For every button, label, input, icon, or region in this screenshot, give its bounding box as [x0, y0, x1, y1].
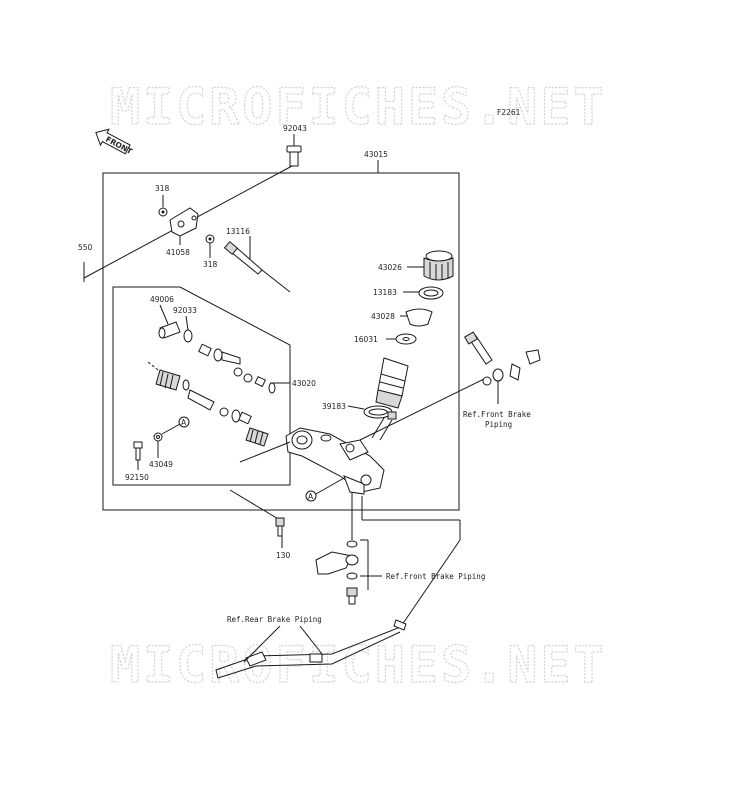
- part-13116-rod: [223, 241, 263, 275]
- part-130-bolt: [275, 517, 285, 537]
- part-front-brake-fitting: [482, 349, 541, 386]
- watermark-bottom: MICROFICHES.NET: [110, 636, 607, 694]
- part-49006-cup: [158, 321, 181, 339]
- label-13116: 13116: [226, 227, 250, 236]
- figure-code: F2261: [497, 108, 521, 117]
- label-49006: 49006: [150, 295, 174, 304]
- part-318-nut-a: [158, 207, 168, 217]
- part-92033-ring: [183, 329, 193, 343]
- part-43026-cap: [423, 250, 454, 281]
- part-master-cylinder: [285, 427, 385, 495]
- ref-rear-brake: Ref.Rear Brake Piping: [227, 615, 322, 624]
- assembly-43020-box: [112, 286, 291, 486]
- ref-front-brake-1-line1: Ref.Front Brake: [463, 410, 531, 419]
- label-318-b: 318: [203, 260, 218, 269]
- part-92150-bolt: [133, 441, 143, 461]
- label-41058: 41058: [166, 248, 190, 257]
- label-318-a: 318: [155, 184, 170, 193]
- label-92150: 92150: [125, 473, 149, 482]
- label-13183: 13183: [373, 288, 397, 297]
- label-43015: 43015: [364, 150, 388, 159]
- callout-a-left: A: [178, 416, 190, 428]
- part-front-brake-hose: [463, 331, 493, 365]
- part-spring-lower: [245, 427, 269, 447]
- label-92043: 92043: [283, 124, 307, 133]
- label-16031: 16031: [354, 335, 378, 344]
- label-43026: 43026: [378, 263, 402, 272]
- part-92043-pin: [286, 145, 302, 167]
- label-43020: 43020: [292, 379, 316, 388]
- part-reservoir-body: [375, 357, 409, 409]
- part-13183-ring: [418, 286, 444, 300]
- label-43049: 43049: [149, 460, 173, 469]
- part-lower-banjo: [315, 540, 359, 605]
- svg-text:A: A: [181, 418, 187, 427]
- assembly-43015-box: [102, 172, 460, 511]
- svg-text:A: A: [308, 492, 314, 501]
- label-92033: 92033: [173, 306, 197, 315]
- part-spring-upper: [155, 369, 181, 391]
- callout-a-cylinder: A: [305, 490, 317, 502]
- ref-front-brake-1-line2: Piping: [485, 420, 512, 429]
- part-41058-clevis: [169, 207, 199, 237]
- part-43049-washer: [153, 432, 163, 442]
- part-16031-plate: [395, 333, 417, 345]
- label-43028: 43028: [371, 312, 395, 321]
- part-piston-lower: [182, 379, 252, 425]
- label-550: 550: [78, 243, 93, 252]
- part-39183-clamp: [363, 405, 397, 420]
- watermark-top: MICROFICHES.NET: [110, 78, 607, 136]
- label-130: 130: [276, 551, 291, 560]
- part-43028-diaphragm: [405, 308, 433, 327]
- part-rear-brake-pipe: [215, 619, 407, 679]
- part-318-nut-b: [205, 234, 215, 244]
- part-piston-upper: [198, 343, 276, 394]
- label-39183: 39183: [322, 402, 346, 411]
